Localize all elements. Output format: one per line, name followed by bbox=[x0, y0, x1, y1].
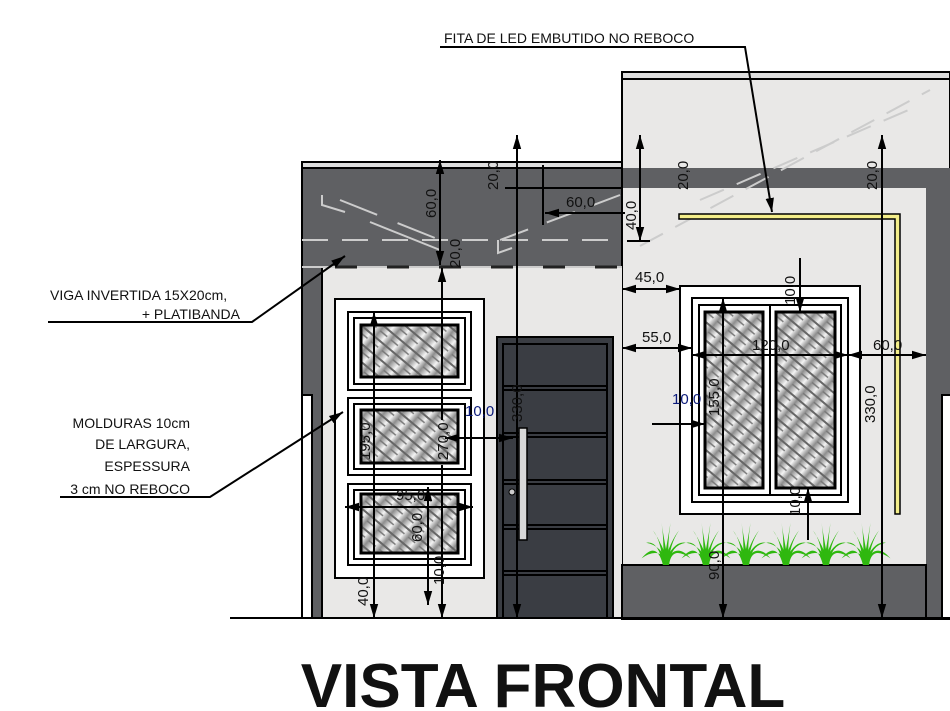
dim-beam-bottom: 20,0 bbox=[447, 239, 464, 268]
dim-left-total-height: 330,0 bbox=[509, 384, 526, 422]
dim-beam-drop: 40,0 bbox=[623, 201, 640, 230]
dim-beam-top-left: 20,0 bbox=[485, 161, 502, 190]
dimension-lines bbox=[48, 46, 926, 618]
plant-leaf bbox=[663, 530, 679, 565]
dim-left-sill: 40,0 bbox=[355, 577, 372, 606]
plant-leaf bbox=[801, 550, 829, 565]
planter bbox=[621, 564, 927, 619]
door-lock bbox=[508, 488, 516, 496]
dim-win-right: 60,0 bbox=[873, 337, 902, 354]
dim-win-side-frame: 10,0 bbox=[672, 391, 701, 408]
plant-leaf bbox=[743, 530, 759, 565]
dim-right-top-a: 20,0 bbox=[675, 161, 692, 190]
plant-leaf bbox=[823, 550, 851, 565]
dim-left-window-width: 95,0 bbox=[396, 487, 425, 504]
dim-left-bottom-frame: 10,0 bbox=[431, 556, 448, 585]
note-mold-3: ESPESSURA bbox=[104, 458, 190, 474]
plant-leaf bbox=[783, 550, 811, 565]
dim-left-window-height: 195,0 bbox=[357, 422, 374, 460]
dim-left-pane-height: 60,0 bbox=[409, 513, 426, 542]
plant-leaf bbox=[861, 522, 869, 565]
plant-leaf bbox=[863, 530, 879, 565]
plant-leaf bbox=[701, 522, 709, 565]
plant-leaf bbox=[721, 550, 749, 565]
plant-leaf bbox=[681, 550, 709, 565]
plant-leaf bbox=[663, 550, 691, 565]
drawing-title: VISTA FRONTAL bbox=[301, 652, 785, 711]
dimension-labels: 60,0 20,0 60,0 40,0 20,0 20,0 20,0 45,0 … bbox=[355, 161, 902, 606]
dim-win-left-45: 45,0 bbox=[635, 269, 664, 286]
annotations: FITA DE LED EMBUTIDO NO REBOCO VIGA INVE… bbox=[50, 30, 694, 497]
dim-right-top-b: 20,0 bbox=[864, 161, 881, 190]
dim-win-top-frame: 10,0 bbox=[782, 276, 799, 305]
dim-win-left-55: 55,0 bbox=[642, 329, 671, 346]
dim-win-sill: 90,0 bbox=[706, 551, 723, 580]
plant-leaf bbox=[703, 530, 719, 565]
dim-right-total-height: 330,0 bbox=[862, 385, 879, 423]
plant-leaf bbox=[841, 550, 869, 565]
plant-leaf bbox=[823, 530, 839, 565]
dim-left-window-top: 270,0 bbox=[435, 422, 452, 460]
note-viga-2: + PLATIBANDA bbox=[142, 306, 241, 322]
dim-door-gap: 10,0 bbox=[465, 403, 494, 420]
note-led: FITA DE LED EMBUTIDO NO REBOCO bbox=[444, 30, 694, 46]
note-mold-4: 3 cm NO REBOCO bbox=[70, 481, 190, 497]
plant-leaf bbox=[661, 522, 669, 565]
plant-leaf bbox=[743, 550, 771, 565]
note-viga-1: VIGA INVERTIDA 15X20cm, bbox=[50, 287, 227, 303]
dim-win-height: 155,0 bbox=[706, 378, 723, 416]
plants bbox=[641, 522, 891, 565]
dim-beam-offset: 60,0 bbox=[566, 194, 595, 211]
plant-leaf bbox=[761, 550, 789, 565]
plant-leaf bbox=[741, 522, 749, 565]
led-strip bbox=[678, 213, 901, 515]
plant-leaf bbox=[783, 530, 799, 565]
door-handle bbox=[518, 427, 528, 541]
note-mold-2: DE LARGURA, bbox=[95, 436, 190, 452]
dim-win-width: 120,0 bbox=[752, 337, 790, 354]
plant-leaf bbox=[641, 550, 669, 565]
plant-leaf bbox=[821, 522, 829, 565]
note-mold-1: MOLDURAS 10cm bbox=[73, 415, 190, 431]
dim-beam-height: 60,0 bbox=[423, 189, 440, 218]
plant-leaf bbox=[781, 522, 789, 565]
front-door bbox=[496, 336, 614, 619]
dim-win-bottom-frame: 10,0 bbox=[787, 487, 804, 516]
